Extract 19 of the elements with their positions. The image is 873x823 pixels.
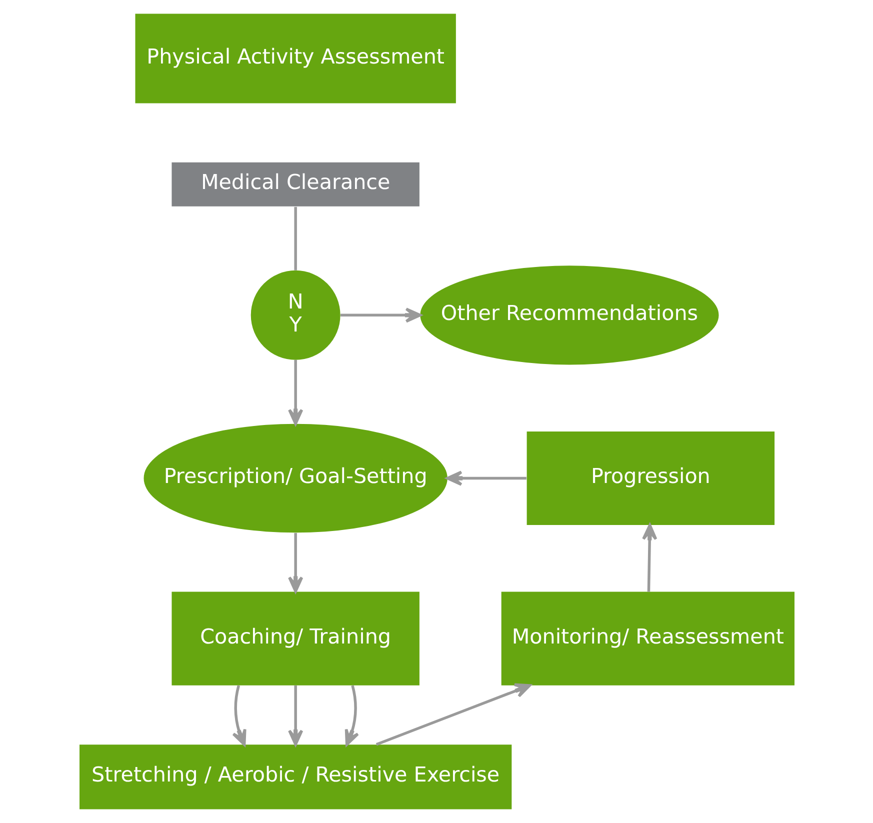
arrow [340, 308, 421, 323]
node-box: Progression [526, 431, 774, 526]
node-box: Physical Activity Assessment [134, 14, 456, 104]
arrow [288, 360, 303, 426]
node-ellipse: Other Recommendations [420, 266, 718, 365]
arrow [288, 532, 303, 593]
connector [294, 206, 296, 270]
arrow [288, 685, 303, 746]
node-box: Coaching/ Training [171, 592, 419, 686]
arrow [642, 524, 657, 592]
arrow [375, 683, 530, 746]
arrow [344, 685, 359, 746]
node-box: Medical Clearance [171, 162, 419, 206]
arrow [232, 685, 246, 746]
arrow [446, 470, 526, 486]
node-circle: N Y [250, 270, 340, 360]
node-box: Monitoring/ Reassessment [500, 592, 794, 686]
node-ellipse: Prescription/ Goal-Setting [143, 424, 447, 533]
node-box: Stretching / Aerobic / Resistive Exercise [79, 744, 512, 810]
